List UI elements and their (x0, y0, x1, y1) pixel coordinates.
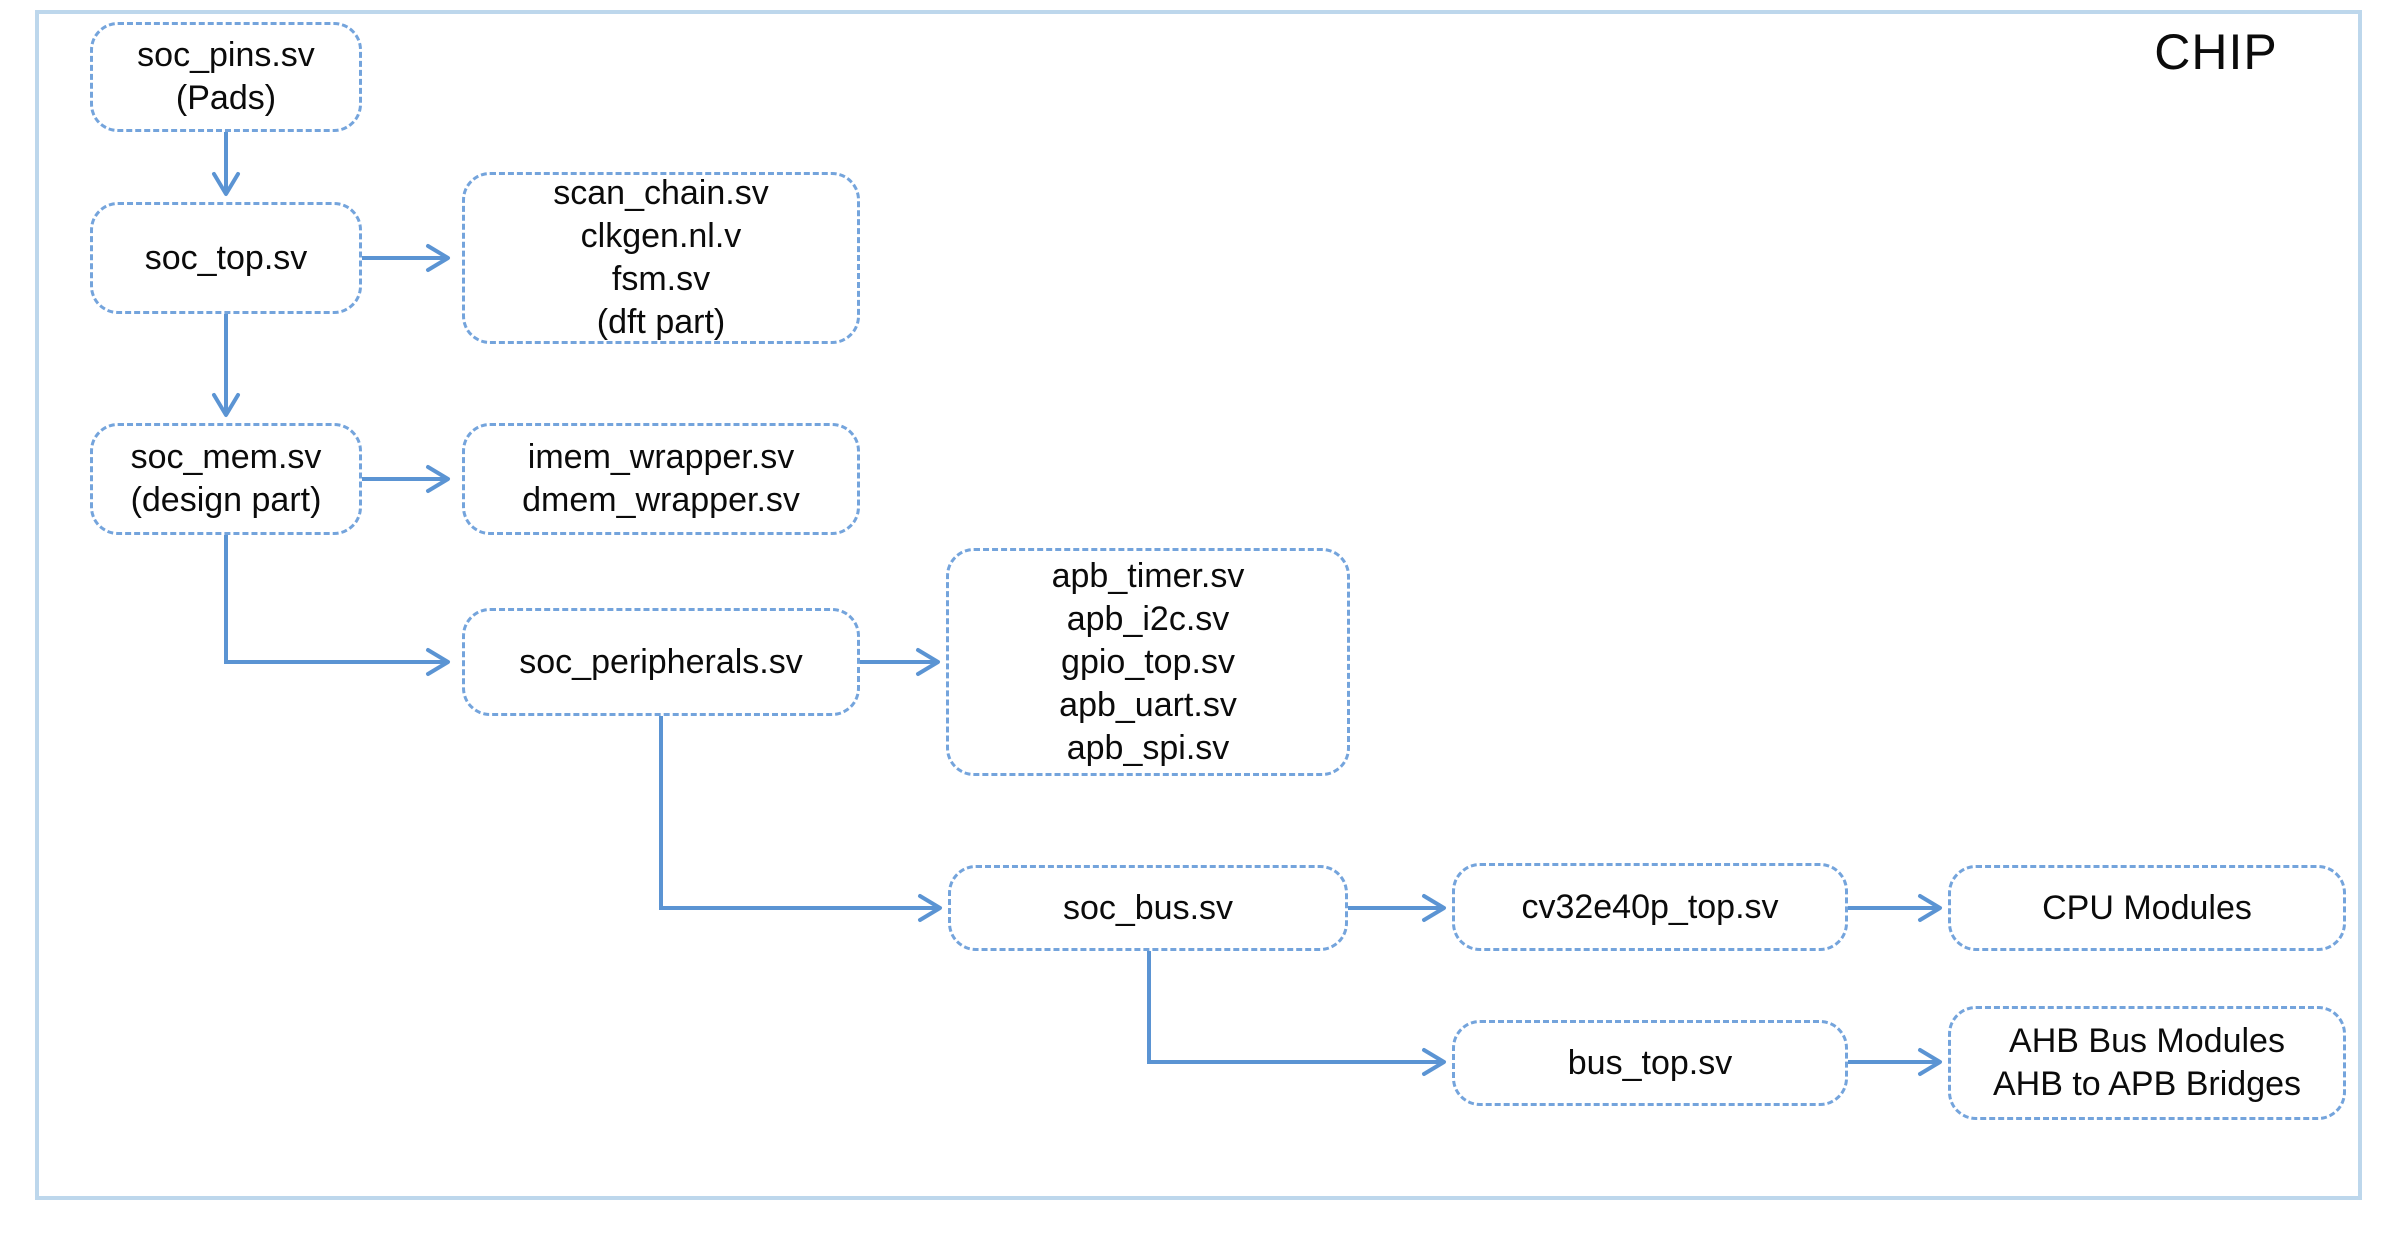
node-line: gpio_top.sv (1061, 642, 1235, 681)
node-line: imem_wrapper.sv (527, 438, 795, 476)
node-ahb-modules: AHB Bus Modules AHB to APB Bridges (1948, 1006, 2346, 1120)
node-line: soc_mem.sv (130, 438, 322, 476)
node-line: soc_peripherals.sv (519, 642, 803, 681)
node-line: (dft part) (596, 303, 726, 341)
node-line: AHB Bus Modules (2009, 1022, 2285, 1060)
node-cpu-modules: CPU Modules (1948, 865, 2346, 951)
node-line: bus_top.sv (1567, 1043, 1733, 1082)
node-line: clkgen.nl.v (580, 217, 742, 255)
node-line: soc_top.sv (144, 238, 308, 277)
node-bus-top: bus_top.sv (1452, 1020, 1848, 1106)
node-line: cv32e40p_top.sv (1521, 887, 1779, 926)
node-line: soc_bus.sv (1062, 888, 1234, 927)
node-line: soc_pins.sv (137, 36, 315, 74)
node-soc-peripherals: soc_peripherals.sv (462, 608, 860, 716)
node-line: apb_spi.sv (1066, 728, 1230, 767)
node-soc-mem: soc_mem.sv (design part) (90, 423, 362, 535)
node-line: AHB to APB Bridges (1992, 1065, 2302, 1103)
node-soc-top: soc_top.sv (90, 202, 362, 314)
node-dft-files: scan_chain.sv clkgen.nl.v fsm.sv (dft pa… (462, 172, 860, 344)
node-soc-pins: soc_pins.sv (Pads) (90, 22, 362, 132)
node-line: (design part) (130, 481, 322, 519)
node-line: apb_timer.sv (1051, 556, 1245, 595)
node-line: CPU Modules (2042, 888, 2252, 927)
node-line: dmem_wrapper.sv (522, 481, 800, 519)
node-line: apb_uart.sv (1059, 685, 1237, 724)
node-mem-wrappers: imem_wrapper.sv dmem_wrapper.sv (462, 423, 860, 535)
node-line: apb_i2c.sv (1066, 599, 1230, 638)
chip-boundary (35, 10, 2362, 1200)
chip-title: CHIP (2154, 24, 2278, 80)
node-line: (Pads) (175, 79, 277, 117)
node-line: scan_chain.sv (553, 174, 769, 212)
node-line: fsm.sv (611, 260, 711, 298)
node-soc-bus: soc_bus.sv (948, 865, 1348, 951)
node-cv32e40p-top: cv32e40p_top.sv (1452, 863, 1848, 951)
node-apb-peripherals: apb_timer.sv apb_i2c.sv gpio_top.sv apb_… (946, 548, 1350, 776)
